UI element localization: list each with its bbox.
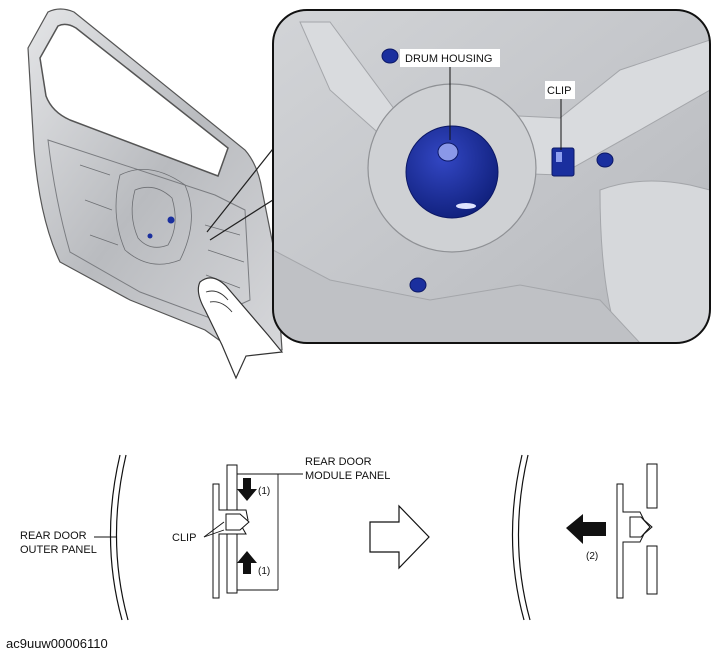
transition-arrow-icon [369,504,430,570]
outer-panel-label-line2: OUTER PANEL [20,544,97,556]
drum-housing-label: DRUM HOUSING [405,53,492,65]
module-panel-label-line1: REAR DOOR [305,456,372,468]
clip-leader-bottom-2 [203,529,225,538]
rear-door-illustration [27,8,284,380]
arrow-down-icon [237,478,257,501]
outer-panel-arc-after-inner [517,454,531,621]
clip-label-bottom: CLIP [172,532,196,544]
clip-label-bg [545,81,575,99]
hand-finger-lines [205,290,233,313]
mounting-hole-bottom [409,277,427,293]
clip-head-after [629,516,651,538]
clip-cross-section-before [94,454,303,621]
clip-head [225,513,250,531]
module-panel-upper-after [646,463,658,509]
outer-panel-arc [109,454,123,621]
outer-panel-label-line1: REAR DOOR [20,530,87,542]
drum-housing-hub [437,142,459,162]
outer-panel-arc-inner [115,454,129,621]
clip-part [551,147,575,177]
clip-bracket-after [616,483,653,599]
clip-cross-section-after [511,454,658,621]
arrow-up-icon [237,551,257,574]
clip-label: CLIP [547,85,571,97]
module-panel-lower-after [646,545,658,595]
drum-housing [405,125,499,219]
zoom-panel-bottom [273,249,642,343]
mounting-hole-top [381,48,399,64]
step-2-label: (2) [586,551,598,562]
drum-housing-highlight [456,203,476,209]
callout-pointer [206,144,277,241]
mounting-hole-right [596,152,614,168]
zoom-detail-box: DRUM HOUSING CLIP [272,9,711,344]
zoom-panel-ridge-right [599,180,710,343]
zoom-frame [272,9,711,344]
step-1-top-label: (1) [258,486,270,497]
image-code: ac9uuw00006110 [6,636,108,651]
module-panel-label-line2: MODULE PANEL [305,470,390,482]
arrow-left-icon [566,514,606,544]
rear-door-window-frame [39,23,229,177]
clip-leader-bottom [203,521,225,538]
door-hole-marker [147,233,153,239]
drum-housing-label-bg [400,49,500,67]
outer-panel-arc-after [511,454,525,621]
clip-part-highlight [556,152,562,162]
door-module-details [79,164,245,289]
rear-door-inner-frame [47,139,251,319]
door-clip-marker [167,216,175,224]
step-1-bottom-label: (1) [258,566,270,577]
